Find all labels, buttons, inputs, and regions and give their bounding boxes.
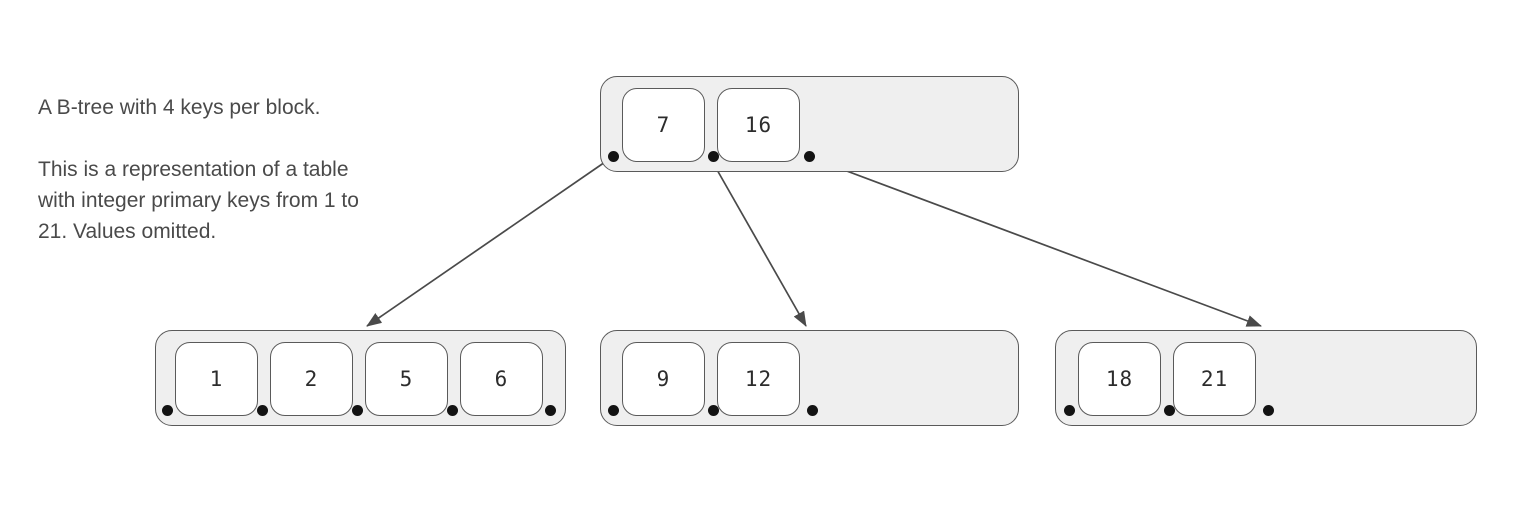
leaf-3-cell-0[interactable]: 18 [1078,342,1161,416]
leaf-1-cell-3[interactable]: 6 [460,342,543,416]
root-pointer-dot-2[interactable] [804,151,815,162]
root-key-0: 7 [656,113,671,137]
edge-root-to-leaf-2 [711,160,807,327]
leaf-3-key-1: 21 [1200,367,1229,391]
edge-root-to-leaf-3 [811,157,1262,327]
caption-line-2: This is a representation of a table [38,158,349,181]
leaf-2-cell-0[interactable]: 9 [622,342,705,416]
root-cell-0[interactable]: 7 [622,88,705,162]
leaf-1-key-1: 2 [304,367,319,391]
leaf-3-key-0: 18 [1105,367,1134,391]
caption-line-4: 21. Values omitted. [38,220,217,243]
root-cell-1[interactable]: 16 [717,88,800,162]
leaf-2-pointer-dot-0[interactable] [608,405,619,416]
leaf-1-pointer-dot-1[interactable] [257,405,268,416]
leaf-1-pointer-dot-2[interactable] [352,405,363,416]
leaf-1-cell-1[interactable]: 2 [270,342,353,416]
caption-spacer [38,123,458,154]
leaf-node-1[interactable]: 1 2 5 6 [155,330,566,426]
root-key-1: 16 [744,113,773,137]
root-node[interactable]: 7 16 [600,76,1019,172]
leaf-3-pointer-dot-2[interactable] [1263,405,1274,416]
leaf-2-pointer-dot-1[interactable] [708,405,719,416]
leaf-2-key-1: 12 [744,367,773,391]
leaf-1-cell-0[interactable]: 1 [175,342,258,416]
leaf-2-cell-1[interactable]: 12 [717,342,800,416]
leaf-1-pointer-dot-0[interactable] [162,405,173,416]
leaf-2-pointer-dot-2[interactable] [807,405,818,416]
caption-line-3: with integer primary keys from 1 to [38,189,359,212]
leaf-1-key-3: 6 [494,367,509,391]
leaf-node-3[interactable]: 18 21 [1055,330,1477,426]
leaf-1-pointer-dot-3[interactable] [447,405,458,416]
leaf-3-pointer-dot-0[interactable] [1064,405,1075,416]
leaf-3-pointer-dot-1[interactable] [1164,405,1175,416]
caption-line-1: A B-tree with 4 keys per block. [38,96,321,119]
root-pointer-dot-0[interactable] [608,151,619,162]
leaf-node-2[interactable]: 9 12 [600,330,1019,426]
diagram-caption: A B-tree with 4 keys per block. This is … [38,92,458,247]
leaf-1-key-0: 1 [209,367,224,391]
leaf-3-cell-1[interactable]: 21 [1173,342,1256,416]
leaf-1-cell-2[interactable]: 5 [365,342,448,416]
root-pointer-dot-1[interactable] [708,151,719,162]
leaf-1-pointer-dot-4[interactable] [545,405,556,416]
leaf-1-key-2: 5 [399,367,414,391]
leaf-2-key-0: 9 [656,367,671,391]
